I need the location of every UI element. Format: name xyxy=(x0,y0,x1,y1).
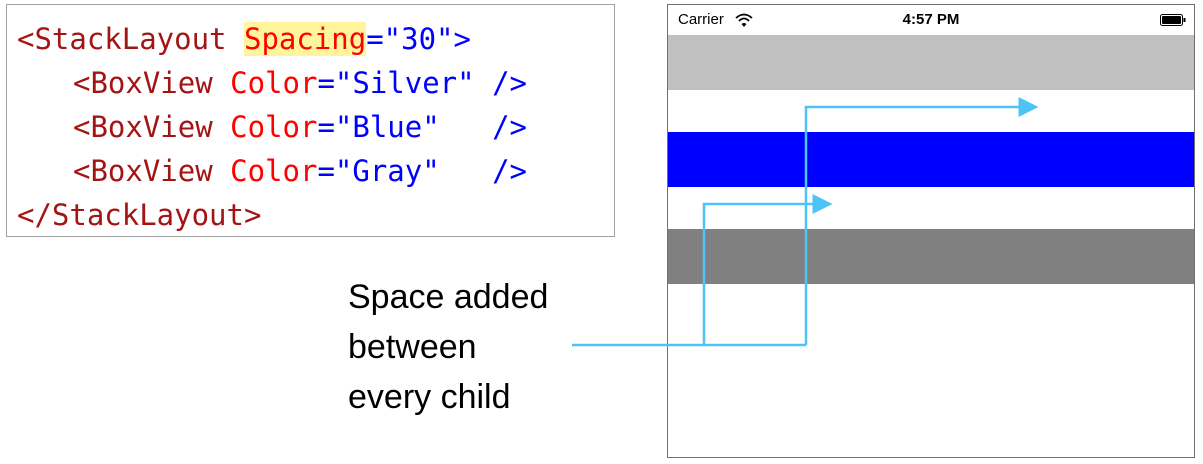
boxview-gray xyxy=(668,229,1194,284)
battery-icon xyxy=(1160,14,1186,26)
code-value: "Silver" xyxy=(334,66,475,100)
code-attribute-color: Color xyxy=(230,66,318,100)
spacing-caption: Space added between every child xyxy=(348,272,588,422)
caption-line: every child xyxy=(348,378,511,416)
wifi-icon xyxy=(735,13,753,27)
phone-screen: Carrier 4:57 PM xyxy=(667,4,1195,458)
code-equals: = xyxy=(317,110,335,144)
code-attribute-spacing: Spacing xyxy=(243,22,367,56)
code-line-stacklayout-open: <StackLayout Spacing="30"> xyxy=(17,16,471,62)
code-bracket: /> xyxy=(474,66,527,100)
status-bar: Carrier 4:57 PM xyxy=(668,5,1194,35)
status-time: 4:57 PM xyxy=(902,11,960,28)
code-line-boxview-silver: <BoxView Color="Silver" /> xyxy=(73,60,527,106)
code-bracket: /> xyxy=(439,110,527,144)
code-tag: <BoxView xyxy=(73,66,231,100)
code-value: "30" xyxy=(383,22,454,56)
code-bracket: /> xyxy=(439,154,527,188)
boxview-blue xyxy=(668,132,1194,187)
code-bracket: > xyxy=(453,22,471,56)
caption-line: Space added xyxy=(348,278,549,316)
carrier-label: Carrier xyxy=(678,11,724,28)
code-attribute-color: Color xyxy=(230,154,318,188)
caption-line: between xyxy=(348,328,477,366)
boxview-silver xyxy=(668,35,1194,90)
code-equals: = xyxy=(317,66,335,100)
code-value: "Blue" xyxy=(334,110,440,144)
code-line-stacklayout-close: </StackLayout> xyxy=(17,192,261,238)
code-equals: = xyxy=(317,154,335,188)
code-panel: <StackLayout Spacing="30"> <BoxView Colo… xyxy=(6,4,615,237)
code-line-boxview-blue: <BoxView Color="Blue" /> xyxy=(73,104,527,150)
code-tag: <BoxView xyxy=(73,110,231,144)
code-equals: = xyxy=(366,22,384,56)
code-tag: <BoxView xyxy=(73,154,231,188)
code-value: "Gray" xyxy=(334,154,440,188)
code-attribute-color: Color xyxy=(230,110,318,144)
code-line-boxview-gray: <BoxView Color="Gray" /> xyxy=(73,148,527,194)
code-tag: <StackLayout xyxy=(17,22,244,56)
code-tag: </StackLayout> xyxy=(17,198,262,232)
